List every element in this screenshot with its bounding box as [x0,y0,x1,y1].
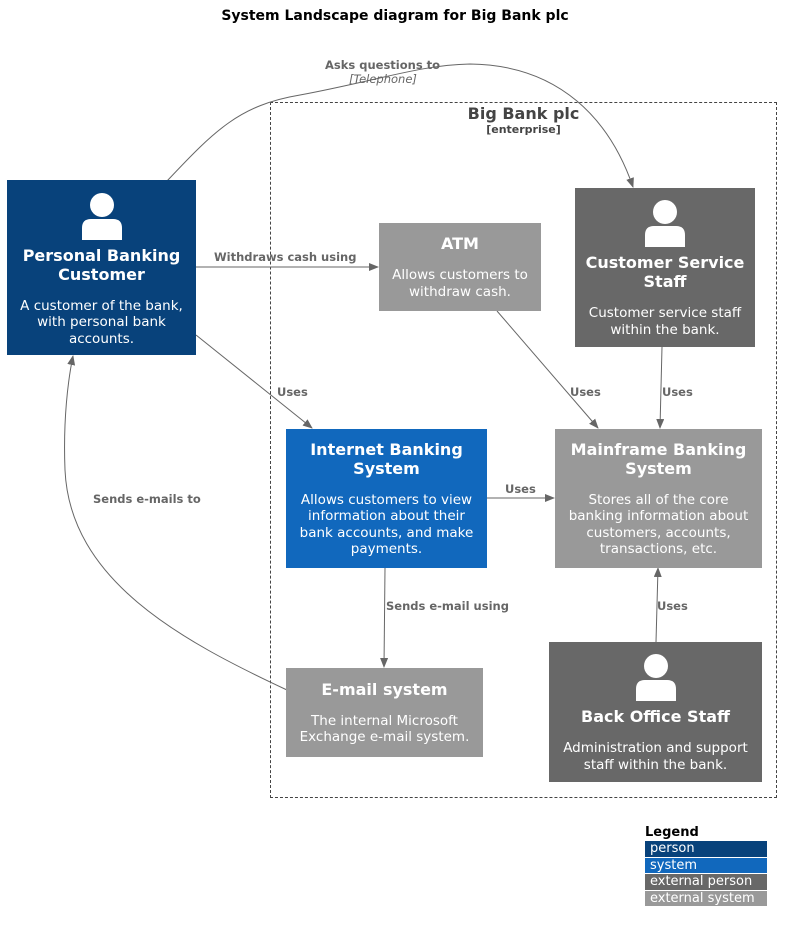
node-name: E-mail system [321,679,448,699]
node-description: The internal Microsoft Exchange e-mail s… [299,712,470,746]
legend-item-external-system: external system [645,890,767,906]
person-icon [81,192,122,240]
label-cust-uses-ibs: Uses [277,385,308,399]
node-description: Customer service staff within the bank. [588,305,742,338]
node-description: A customer of the bank, with personal ba… [20,297,183,347]
label-sends-email-using: Sends e-mail using [386,599,509,613]
edge-sends-emails-to [64,355,288,691]
node-mainframe-banking-system[interactable]: Mainframe Banking System Stores all of t… [555,429,762,568]
label-asks-questions: Asks questions to [325,58,441,72]
node-name: Mainframe Banking System [570,439,747,478]
node-description: Allows customers to view information abo… [299,491,474,558]
edge-css-uses-mbs [656,346,665,429]
edge-asks-questions [166,63,634,188]
edge-customer-uses-ibs [195,334,313,429]
legend-item-system: system [645,857,767,873]
node-description: Allows customers to withdraw cash. [392,267,528,300]
label-telephone: [Telephone] [349,72,417,86]
label-atm-uses-mbs: Uses [570,385,601,399]
label-css-uses-mbs: Uses [662,385,693,399]
node-atm[interactable]: ATM Allows customers to withdraw cash. [379,223,541,311]
node-back-office-staff[interactable]: Back Office Staff Administration and sup… [549,642,762,782]
label-ibs-uses-mbs: Uses [505,482,536,496]
node-email-system[interactable]: E-mail system The internal Microsoft Exc… [286,668,483,757]
node-name: Back Office Staff [581,707,730,726]
legend-item-person: person [645,841,767,857]
label-sends-emails-to: Sends e-mails to [93,492,201,506]
person-icon [645,200,685,247]
diagram-title: System Landscape diagram for Big Bank pl… [221,8,569,24]
node-description: Administration and support staff within … [563,740,748,773]
node-description: Stores all of the core banking informati… [568,491,749,558]
node-name: Internet Banking System [310,439,463,478]
edge-sends-email-using [380,567,389,668]
node-name: ATM [441,234,479,253]
node-personal-banking-customer[interactable]: Personal Banking Customer A customer of … [7,180,196,355]
legend-item-external-person: external person [645,874,767,890]
label-bos-uses-mbs: Uses [657,599,688,613]
label-withdraws: Withdraws cash using [214,250,357,264]
node-internet-banking-system[interactable]: Internet Banking System Allows customers… [286,429,487,568]
person-icon [635,654,676,701]
boundary-name: Big Bank plc [467,104,580,123]
edge-bos-uses-mbs [653,567,662,643]
node-name: Personal Banking Customer [22,245,181,284]
legend: Legend person system external person ext… [645,825,767,906]
edge-atm-uses-mbs [496,310,599,429]
node-customer-service-staff[interactable]: Customer Service Staff Customer service … [575,188,755,347]
enterprise-boundary [270,102,777,798]
boundary-type: [enterprise] [486,123,561,136]
legend-title: Legend [645,825,699,840]
node-name: Customer Service Staff [585,253,745,291]
